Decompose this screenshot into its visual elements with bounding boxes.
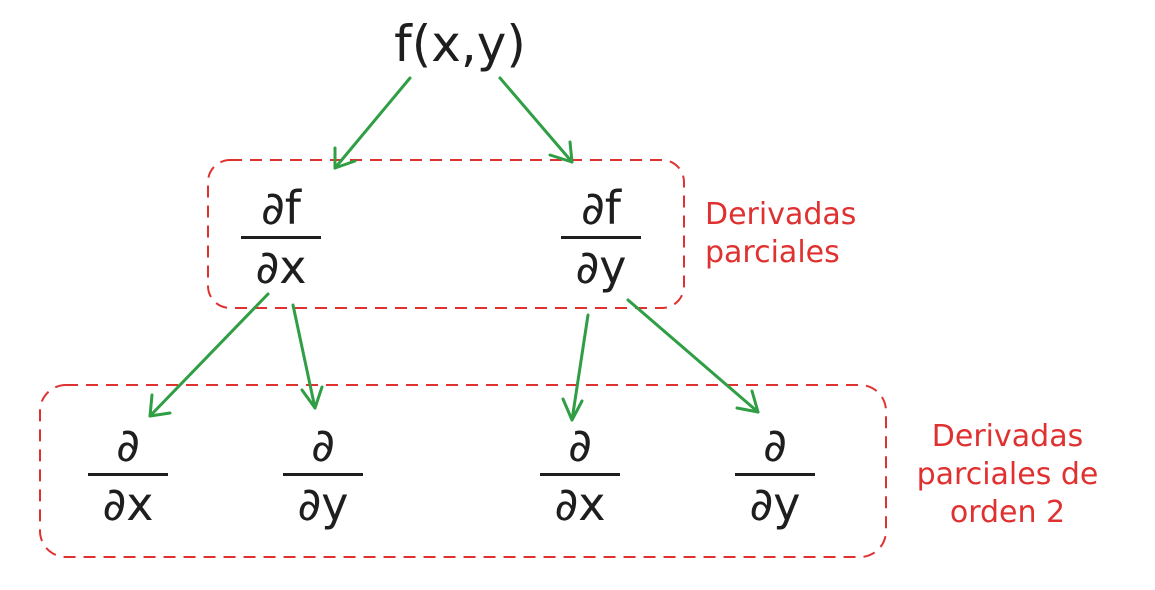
denominator: ∂x (554, 477, 606, 531)
label-line: parciales de (916, 457, 1099, 492)
label-line: Derivadas (705, 197, 857, 232)
fraction-bar (735, 473, 815, 476)
fraction-bar (241, 236, 321, 239)
denominator: ∂y (297, 477, 349, 531)
root-function: f(x,y) (394, 15, 526, 73)
denominator: ∂y (749, 477, 801, 531)
numerator: ∂ (311, 418, 335, 472)
second-partial-yy: ∂ ∂y (730, 420, 820, 529)
second-partial-xy: ∂ ∂y (278, 420, 368, 529)
label-line: parciales (705, 235, 840, 270)
group-second-order-box (39, 384, 887, 558)
fraction-bar (283, 473, 363, 476)
arrow-dfdx-to-d2y (291, 303, 324, 410)
fraction-bar (561, 236, 641, 239)
second-partial-yx: ∂ ∂x (535, 420, 625, 529)
label-line: orden 2 (949, 495, 1066, 530)
fraction-bar (540, 473, 620, 476)
numerator: ∂f (581, 181, 621, 235)
second-partial-xx: ∂ ∂x (83, 420, 173, 529)
arrow-dfdx-to-d2x (148, 292, 270, 418)
arrow-dfdy-to-d2y (626, 298, 760, 414)
arrow-dfdy-to-d2x (561, 313, 590, 422)
denominator: ∂x (255, 240, 307, 294)
group-first-order-box (207, 159, 685, 309)
arrow-root-to-dfdy (498, 76, 574, 164)
numerator: ∂ (763, 418, 787, 472)
partial-derivative-fy: ∂f ∂y (556, 183, 646, 292)
numerator: ∂ (568, 418, 592, 472)
numerator: ∂f (261, 181, 301, 235)
denominator: ∂x (102, 477, 154, 531)
label-partial-derivatives: Derivadas parciales (705, 196, 856, 272)
partial-derivative-fx: ∂f ∂x (236, 183, 326, 292)
numerator: ∂ (116, 418, 140, 472)
denominator: ∂y (575, 240, 627, 294)
label-line: Derivadas (931, 419, 1084, 454)
label-second-order-partials: Derivadas parciales de orden 2 (900, 418, 1115, 532)
fraction-bar (88, 473, 168, 476)
arrow-root-to-dfdx (333, 76, 412, 170)
